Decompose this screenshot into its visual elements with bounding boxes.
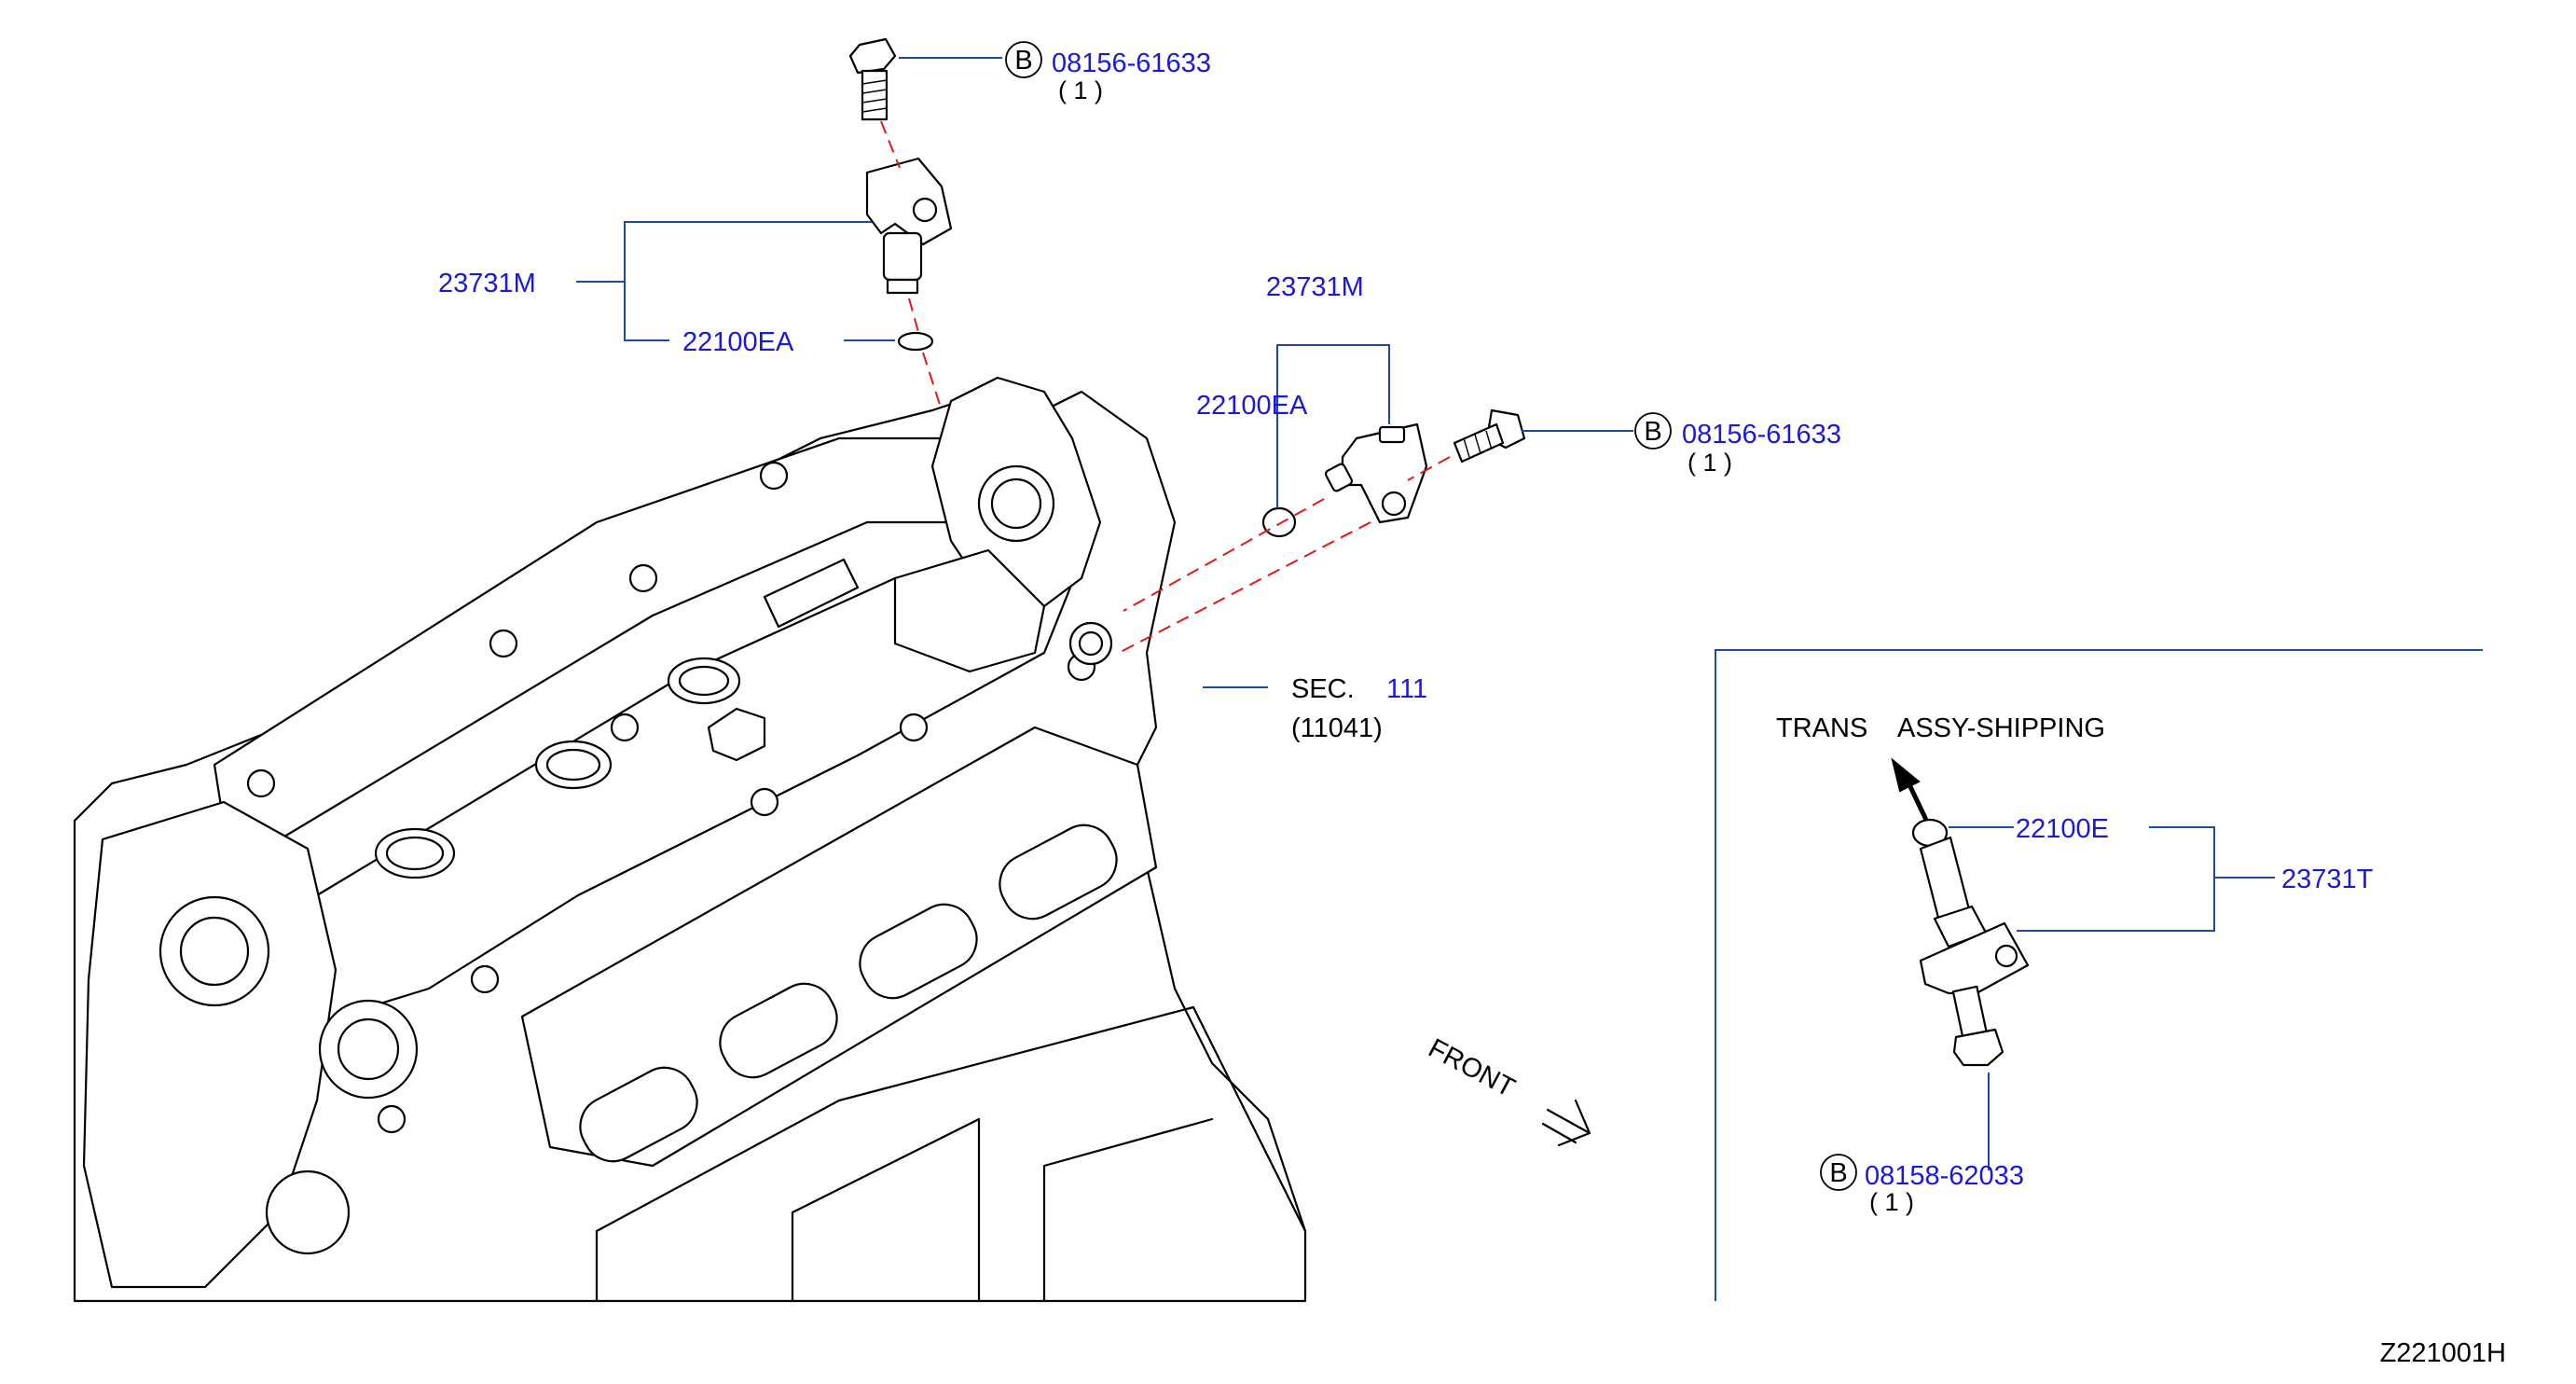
right-camshaft-position-sensor [1324,422,1428,524]
top-assembly-dash-line [880,120,943,411]
front-label: FRONT [1424,1033,1520,1103]
top-bolt-mark-circle [1005,41,1042,78]
front-arrow-icon [1541,1099,1591,1147]
right-bolt-callout: B 08156-61633 ( 1 ) [1634,412,1841,477]
right-sensor-part-number: 23731M [1266,272,1364,302]
inset-bolt-mark: B [1829,1158,1847,1188]
inset-panel: TRANS ASSY-SHIPPING 22100E 23731T B 0815… [1715,649,2483,1301]
right-bolt-part-number: 08156-61633 [1682,420,1841,450]
top-bolt-callout: B 08156-61633 ( 1 ) [1005,41,1211,104]
inset-bolt-mark-circle [1820,1154,1857,1191]
right-oring [1261,506,1297,538]
top-camshaft-sensor-bolt [848,37,897,121]
inset-bolt [1951,985,2004,1067]
right-bolt-mark-circle [1634,412,1672,450]
inset-oring-part-number: 22100E [2016,814,2109,844]
inset-title-assy-shipping: ASSY-SHIPPING [1897,713,2105,743]
right-bolt-quantity: ( 1 ) [1687,449,1732,477]
top-camshaft-position-sensor [865,157,953,295]
leader-lines [576,57,1633,688]
front-indicator: FRONT [1424,1033,1591,1147]
top-oring [897,331,934,352]
engine-cylinder-head-illustration [73,376,1307,1303]
right-camshaft-sensor-bolt [1453,408,1526,464]
inset-border [1715,649,2483,1301]
left-sensor-part-number: 23731M [438,269,536,298]
diagram-code: Z221001H [2380,1338,2506,1368]
inset-bolt-quantity: ( 1 ) [1869,1188,1914,1216]
left-oring-part-number: 22100EA [682,327,794,357]
top-bolt-mark: B [1014,46,1032,76]
inset-title-trans: TRANS [1776,713,1867,743]
inset-bolt-part-number: 08158-62033 [1865,1161,2024,1191]
inset-sensor-part-number: 23731T [2281,865,2374,894]
top-bolt-quantity: ( 1 ) [1058,76,1103,104]
section-reference: SEC. 111 (11041) [1291,674,1427,743]
inset-crankshaft-sensor [1919,836,2030,995]
section-label: SEC. [1291,674,1355,704]
top-bolt-part-number: 08156-61633 [1052,48,1211,78]
section-number: 111 [1386,674,1427,704]
right-bolt-mark: B [1644,417,1661,447]
section-subreference: (11041) [1291,713,1383,743]
right-assembly-dash-line [1118,456,1451,654]
right-oring-part-number: 22100EA [1196,391,1308,421]
